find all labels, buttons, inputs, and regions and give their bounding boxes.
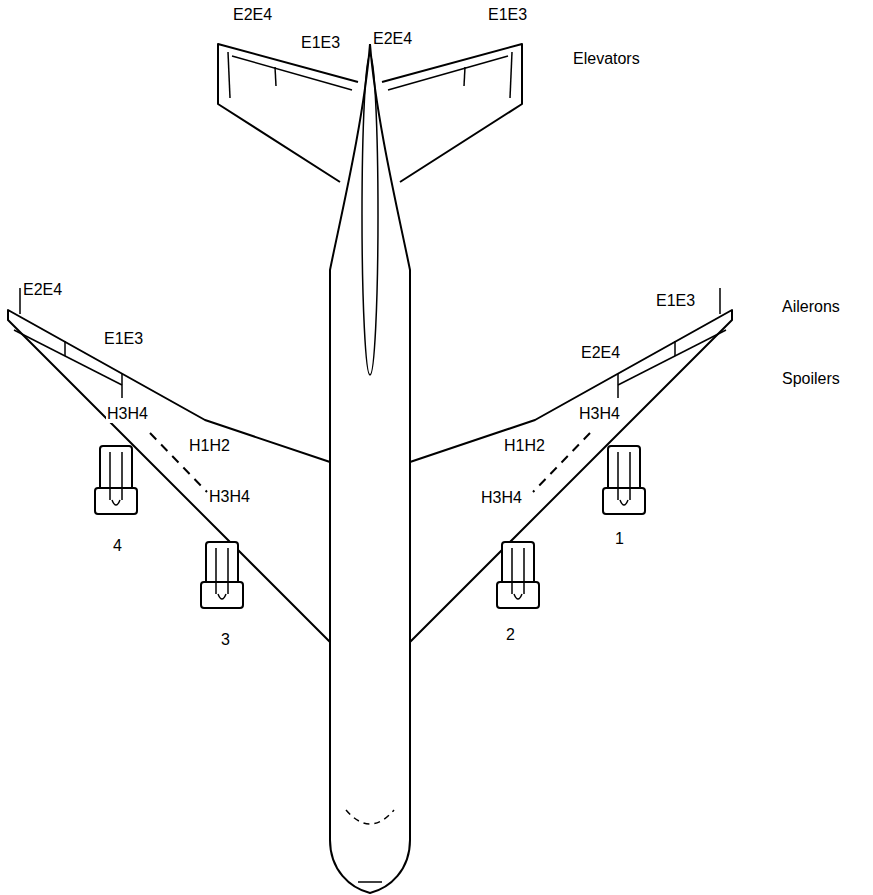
wing-label: E1E3 [655,292,696,310]
engine-number: 4 [112,537,123,555]
tail-label: E2E4 [372,30,413,48]
wing-label: E2E4 [22,281,63,299]
engine-number: 2 [505,626,516,644]
part-name: Elevators [572,50,641,68]
tail-label: E1E3 [487,6,528,24]
wing-label: E2E4 [580,344,621,362]
spoiler-label: H3H4 [578,405,621,423]
spoiler-label: H1H2 [188,437,231,455]
part-name: Ailerons [781,298,841,316]
spoiler-label: H1H2 [503,437,546,455]
spoiler-label: H3H4 [480,489,523,507]
tail-label: E2E4 [232,6,273,24]
tail-label: E1E3 [300,34,341,52]
engine-number: 1 [614,530,625,548]
wing-label: E1E3 [103,330,144,348]
spoiler-label: H3H4 [106,405,149,423]
spoiler-label: H3H4 [208,488,251,506]
engine-number: 3 [220,631,231,649]
part-name: Spoilers [781,370,841,388]
